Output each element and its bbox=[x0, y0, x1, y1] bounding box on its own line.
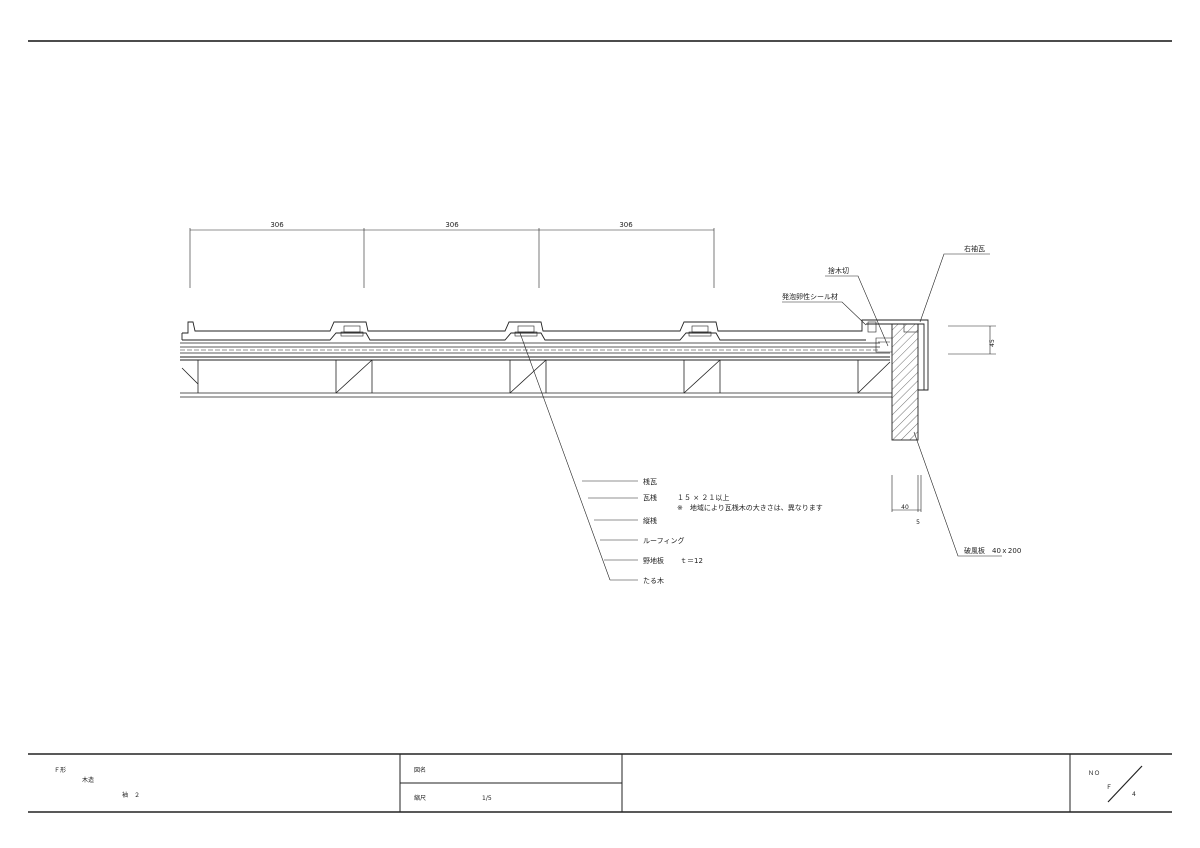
dim-45-label: 45 bbox=[989, 339, 996, 347]
verge-board bbox=[891, 323, 919, 441]
legend-label-4: 縦桟 bbox=[643, 516, 657, 525]
dim-5-label: 5 bbox=[916, 519, 920, 526]
legend-note-6: ｔ＝12 bbox=[680, 557, 703, 565]
roof-deck-layers bbox=[180, 342, 890, 361]
sheet-number: 4 bbox=[1132, 791, 1136, 798]
dim-40-marks bbox=[891, 475, 922, 512]
callout-board: 破風板 40ｘ200 bbox=[964, 546, 1021, 555]
rafter-truss bbox=[180, 359, 892, 398]
legend-label-7: たる木 bbox=[643, 576, 664, 585]
legend: 桟瓦 瓦桟 １５ × ２１以上 ※ 地域により瓦桟木の大きさは、異なります 縦桟… bbox=[643, 477, 823, 585]
span-dimension-1: 306 bbox=[270, 221, 284, 229]
span-dimension-2: 306 bbox=[445, 221, 459, 229]
right-callout-leaders bbox=[782, 253, 1002, 557]
legend-note-3: ※ 地域により瓦桟木の大きさは、異なります bbox=[677, 503, 823, 512]
sode-tile bbox=[866, 319, 929, 391]
tile-batten-details bbox=[340, 325, 712, 337]
no-label: ＮＯ bbox=[1088, 770, 1100, 777]
callout-right-sode-tile: 右袖瓦 bbox=[964, 244, 985, 253]
span-dimension-line bbox=[189, 228, 715, 288]
roof-section-drawing: 306 306 306 bbox=[180, 221, 1021, 585]
type-label: Ｆ形 bbox=[54, 766, 66, 774]
legend-label-1: 桟瓦 bbox=[643, 477, 657, 486]
scale-label: 縮尺 bbox=[414, 794, 426, 802]
dim-40-label: 40 bbox=[901, 504, 909, 511]
callout-foam-seal: 発泡卵性シール材 bbox=[782, 292, 838, 301]
legend-label-2: 瓦桟 bbox=[643, 493, 657, 502]
roof-tile-profile bbox=[181, 319, 866, 341]
legend-leaders bbox=[519, 332, 638, 581]
title-block: Ｆ形 木造 袖 ２ 図名 縮尺 1/5 ＮＯ Ｆ 4 bbox=[28, 753, 1172, 813]
legend-note-2: １５ × ２１以上 bbox=[677, 493, 729, 502]
sode-label: 袖 ２ bbox=[122, 791, 140, 799]
structure-label: 木造 bbox=[82, 776, 94, 784]
legend-label-5: ルーフィング bbox=[643, 536, 684, 545]
drawing-name-label: 図名 bbox=[414, 766, 426, 774]
scale-value: 1/5 bbox=[482, 795, 492, 802]
callout-shiki-cut: 捨木切 bbox=[828, 266, 849, 275]
span-dimension-3: 306 bbox=[619, 221, 633, 229]
legend-label-6: 野地板 bbox=[643, 556, 664, 565]
dim-45-marks bbox=[948, 325, 996, 355]
sheet-code: Ｆ bbox=[1106, 784, 1112, 791]
